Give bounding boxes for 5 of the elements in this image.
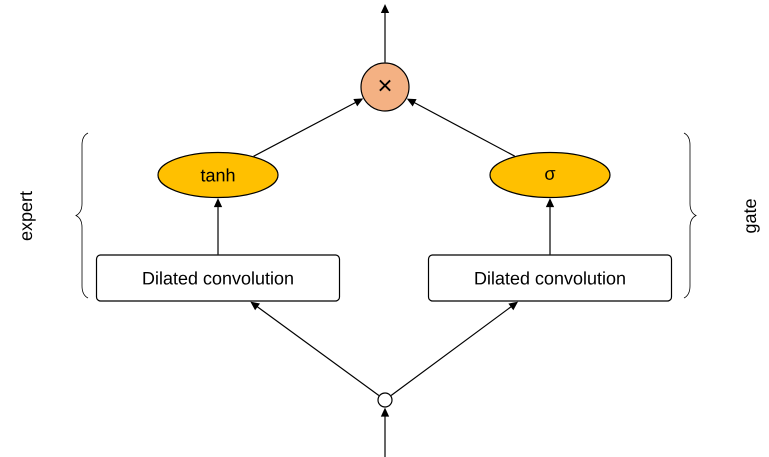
process-box: Dilated convolution bbox=[428, 254, 672, 302]
group-label: gate bbox=[744, 199, 760, 233]
group-label: expert bbox=[20, 191, 36, 240]
process-box: Dilated convolution bbox=[96, 254, 340, 302]
junction-circle bbox=[377, 392, 393, 408]
